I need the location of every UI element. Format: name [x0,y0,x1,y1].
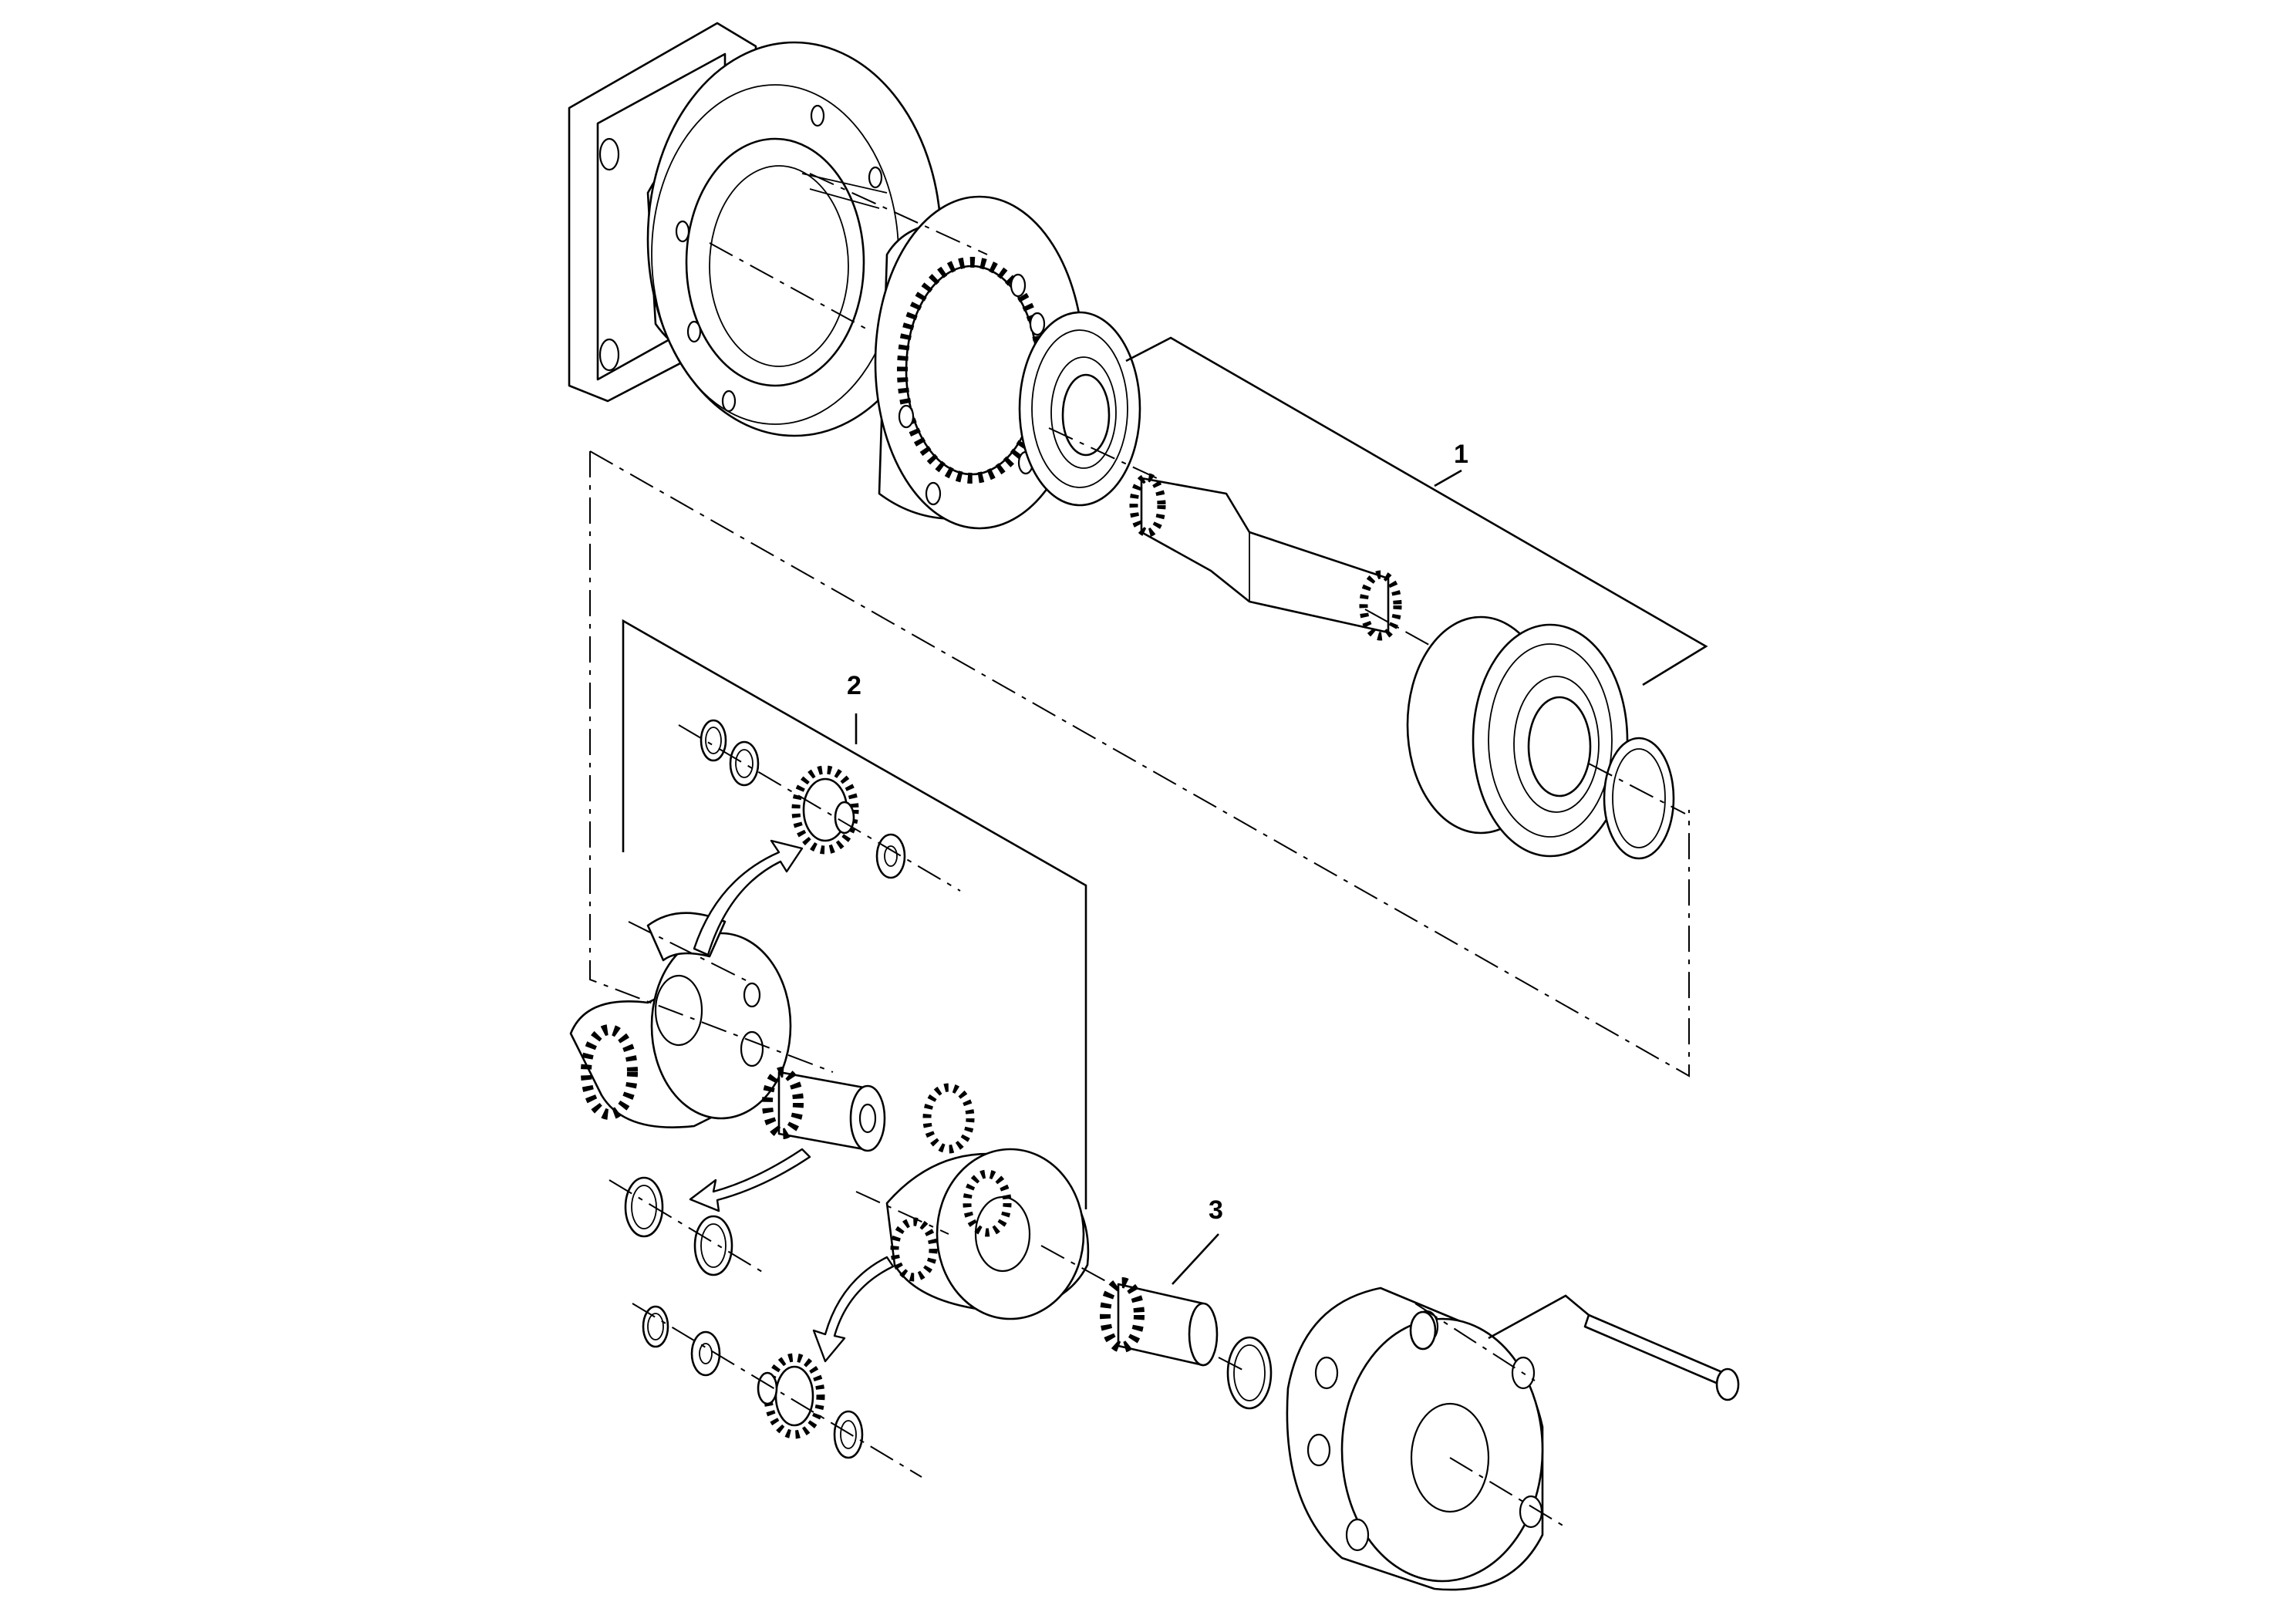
arrow-icon [812,1256,895,1363]
planet-gear-top [700,719,906,879]
retaining-ring-upper [1603,737,1675,860]
callout-number-1: 1 [1454,440,1468,469]
callout-number-2: 2 [847,671,861,700]
upper-ball-bearing [1018,311,1141,507]
output-hub [1286,1286,1544,1591]
long-bolt [1583,1313,1740,1401]
callout-2-bracket [622,619,1087,1209]
lower-ball-bearing [1406,615,1629,858]
bolt-leader [1488,1294,1590,1340]
mounting-flange-housing [568,22,942,437]
arrow-icon [689,1148,811,1212]
input-shaft [1129,473,1402,641]
callout-number-3: 3 [1209,1195,1223,1225]
planet-carrier-upper [569,912,792,1128]
callout-1-bracket [1125,336,1708,686]
planet-gear-bottom [642,1305,864,1459]
sun-gear-output [1100,1277,1219,1367]
sun-gear-middle [762,1067,886,1152]
callout-3-leader [1172,1233,1219,1285]
circlips-left [624,1176,733,1276]
arrow-icon [693,839,804,956]
planet-carrier-lower [885,1083,1090,1320]
assembly-centerlines [589,173,1690,1528]
circlip-output [1226,1336,1273,1410]
